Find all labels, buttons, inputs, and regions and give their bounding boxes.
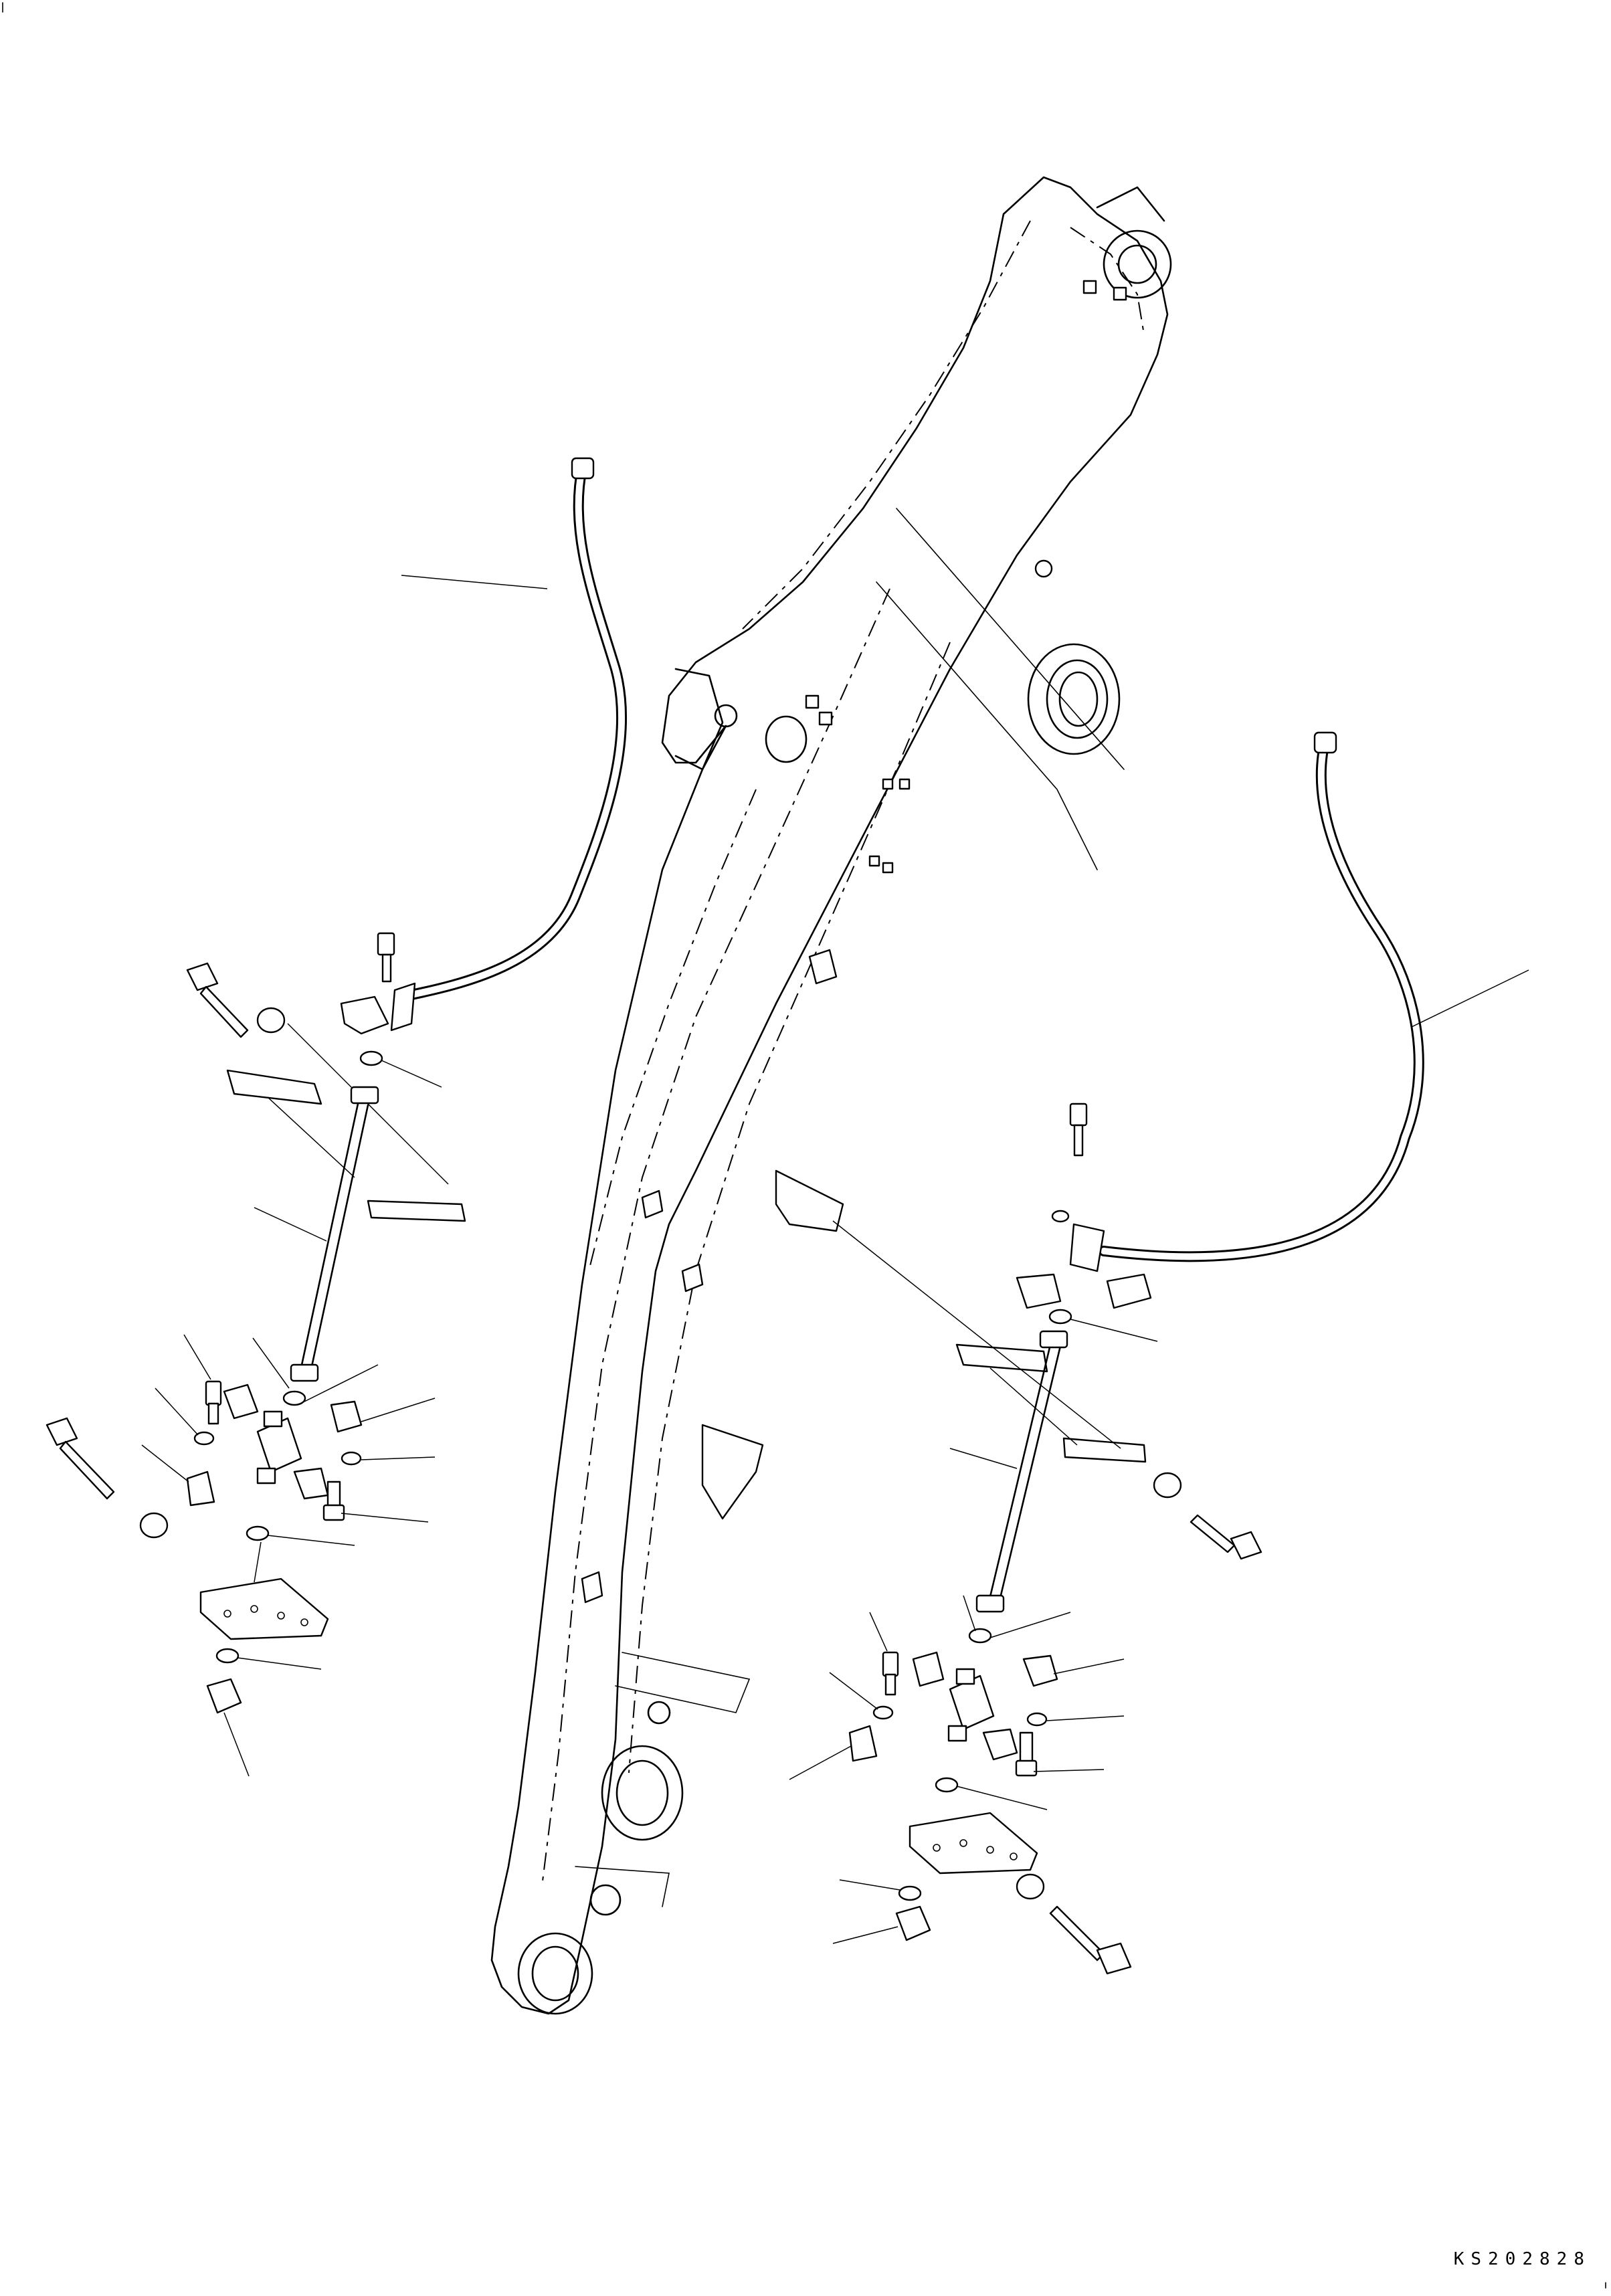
bolt-icon bbox=[1190, 1514, 1262, 1560]
clamp-half-icon bbox=[1022, 1654, 1058, 1687]
bolt-icon bbox=[1049, 1905, 1132, 1975]
mounting-block-icon bbox=[199, 1577, 329, 1640]
o-ring-icon bbox=[359, 1050, 383, 1066]
clamp-half-icon bbox=[186, 1470, 215, 1507]
clamp-half-icon bbox=[1062, 1437, 1147, 1463]
tee-fitting-icon bbox=[256, 1410, 302, 1485]
clamp-half-icon bbox=[226, 1069, 322, 1105]
clamp-half-icon bbox=[1016, 1273, 1062, 1309]
steel-tube-icon bbox=[975, 1330, 1068, 1613]
o-ring-icon bbox=[215, 1648, 240, 1664]
bolt-icon bbox=[1069, 1103, 1088, 1157]
clamp-half-icon bbox=[330, 1400, 363, 1433]
bolt-icon bbox=[186, 962, 249, 1038]
bolt-icon bbox=[884, 1673, 896, 1696]
clamp-half-icon bbox=[223, 1383, 259, 1420]
bolt-icon bbox=[322, 1480, 345, 1521]
o-ring-icon bbox=[193, 1431, 215, 1446]
hydraulic-hose-icon bbox=[1069, 731, 1424, 1272]
bolt-icon bbox=[1015, 1731, 1038, 1777]
clamp-half-icon bbox=[340, 995, 389, 1035]
drawing-code: KS202828 bbox=[1453, 2249, 1591, 2269]
washer-icon bbox=[1016, 1873, 1045, 1900]
o-ring-icon bbox=[935, 1777, 959, 1793]
o-ring-icon bbox=[246, 1525, 270, 1541]
bolt-icon bbox=[882, 1651, 899, 1677]
bolt-icon bbox=[207, 1402, 219, 1425]
o-ring-icon bbox=[282, 1390, 306, 1406]
clamp-half-icon bbox=[293, 1467, 329, 1500]
o-ring-icon bbox=[341, 1451, 362, 1466]
left-line-group bbox=[45, 457, 628, 1777]
bolt-icon bbox=[45, 1417, 115, 1500]
o-ring-icon bbox=[872, 1705, 894, 1720]
o-ring-icon bbox=[1026, 1712, 1048, 1727]
o-ring-icon bbox=[898, 1885, 922, 1901]
plug-icon bbox=[206, 1678, 242, 1714]
bolt-icon bbox=[205, 1380, 222, 1406]
clamp-half-icon bbox=[982, 1728, 1018, 1761]
clamp-half-icon bbox=[912, 1651, 945, 1687]
mounting-block-icon bbox=[909, 1812, 1038, 1875]
clamp-half-icon bbox=[367, 1200, 466, 1222]
clamp-half-icon bbox=[955, 1343, 1048, 1373]
washer-icon bbox=[1051, 1210, 1070, 1223]
steel-tube-icon bbox=[290, 1086, 379, 1382]
tee-fitting-icon bbox=[947, 1668, 995, 1742]
washer-icon bbox=[256, 1007, 286, 1034]
right-line-group bbox=[789, 731, 1529, 1975]
bolt-icon bbox=[377, 932, 395, 983]
washer-icon bbox=[139, 1512, 169, 1539]
excavator-boom-icon bbox=[490, 176, 1172, 2015]
washer-icon bbox=[1153, 1472, 1182, 1499]
plug-icon bbox=[895, 1905, 931, 1941]
hydraulic-hose-icon bbox=[390, 457, 628, 1032]
o-ring-icon bbox=[968, 1628, 992, 1644]
clamp-half-icon bbox=[1106, 1273, 1152, 1309]
o-ring-icon bbox=[1048, 1309, 1072, 1325]
clamp-half-icon bbox=[848, 1725, 878, 1762]
